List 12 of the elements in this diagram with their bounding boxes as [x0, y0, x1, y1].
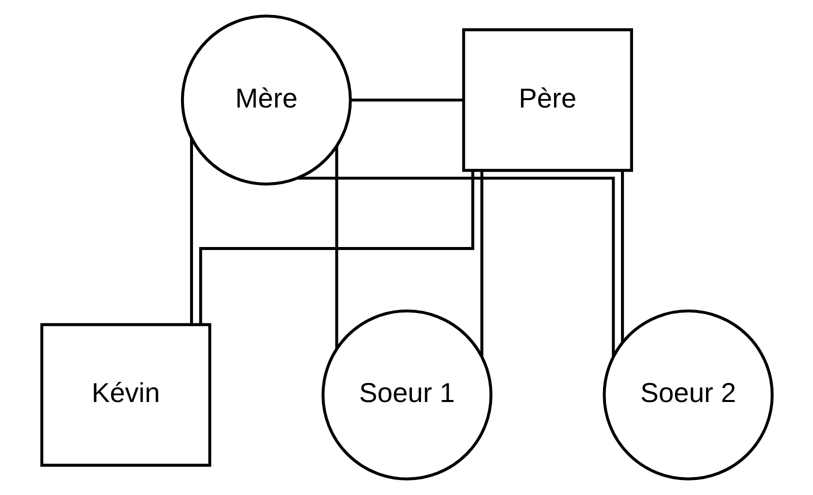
node-circle: Mère — [180, 14, 352, 186]
connector — [190, 138, 192, 324]
connector — [198, 170, 474, 324]
connector — [620, 170, 624, 342]
connector — [297, 176, 614, 357]
node-circle: Soeur 1 — [321, 310, 492, 480]
connector — [350, 98, 463, 102]
connector — [480, 170, 483, 356]
connector — [334, 146, 338, 348]
node-circle: Soeur 2 — [602, 310, 774, 480]
node-box: Kévin — [40, 323, 211, 467]
node-box: Père — [462, 28, 633, 172]
